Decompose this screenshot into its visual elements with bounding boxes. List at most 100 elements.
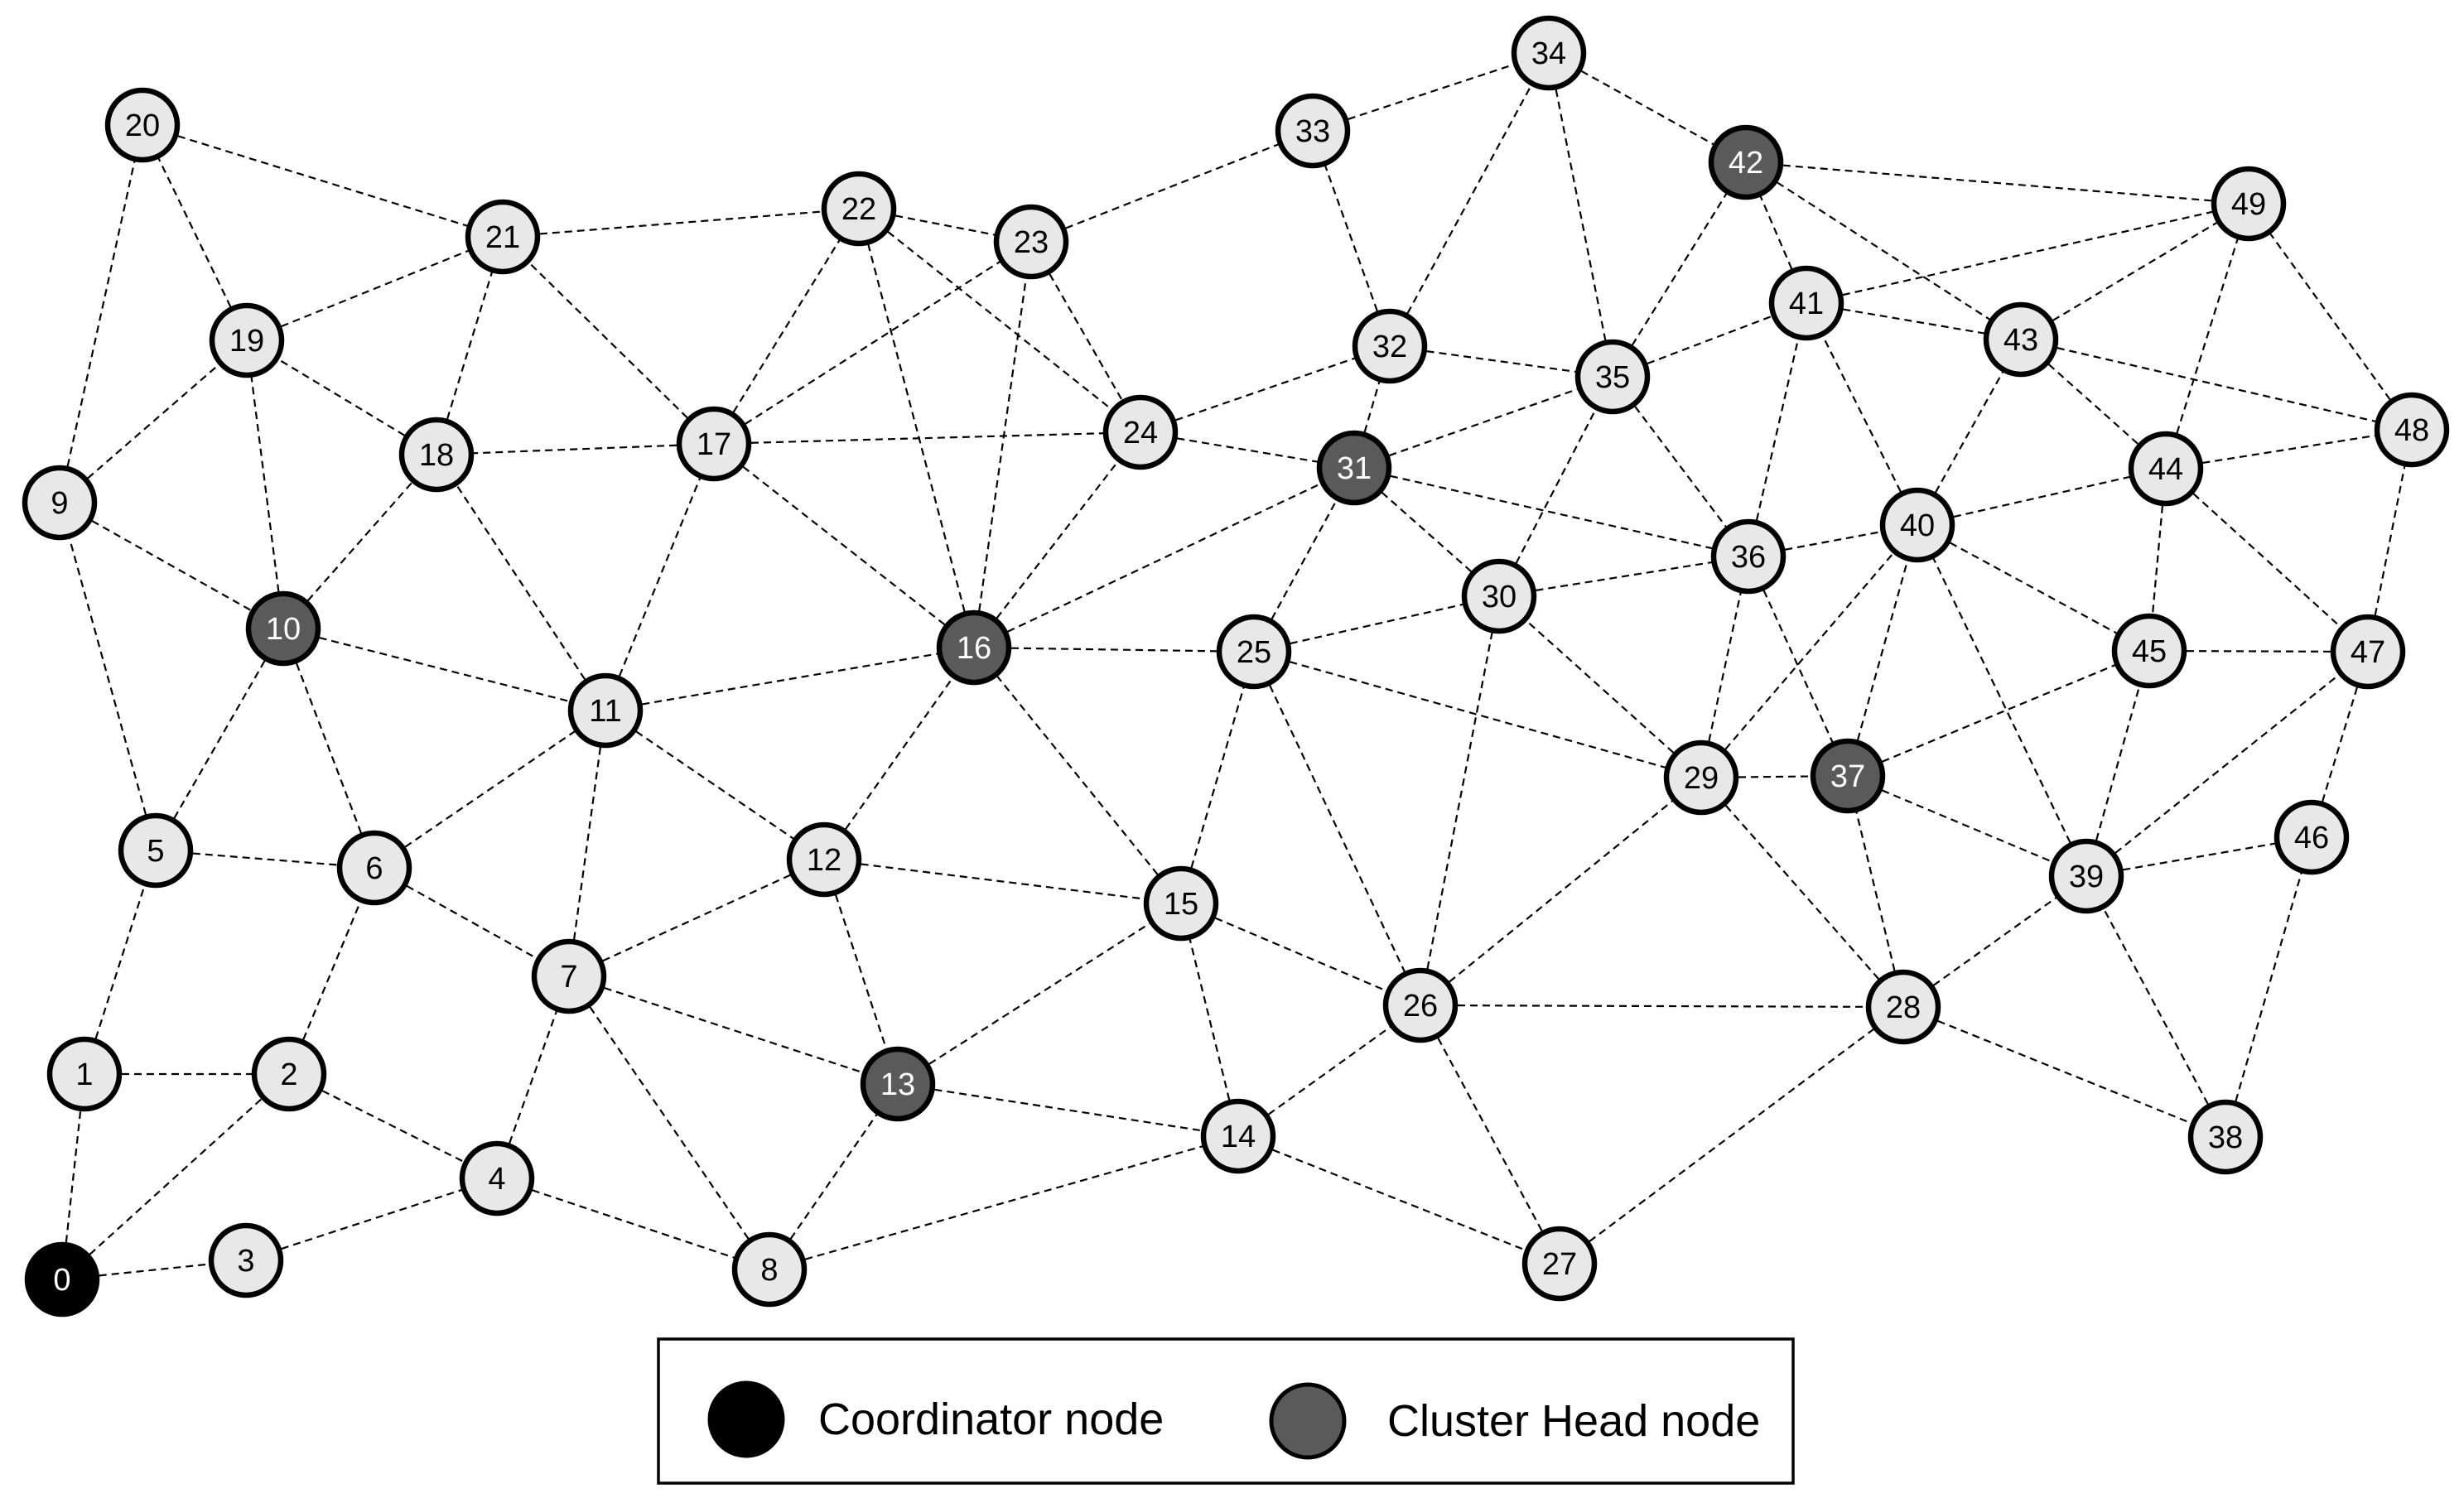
node-13: 13 (860, 1046, 936, 1122)
node-3: 3 (208, 1222, 284, 1298)
node-10: 10 (245, 590, 321, 667)
node-14-circle (1200, 1098, 1276, 1174)
edge-40-44 (1917, 467, 2167, 527)
node-25-circle (1216, 614, 1292, 690)
node-8-label: 8 (760, 1253, 778, 1288)
edge-10-19 (245, 340, 285, 629)
node-0-circle (24, 1241, 100, 1318)
node-5-circle (118, 812, 194, 889)
edge-28-29 (1700, 777, 1904, 1008)
node-37-circle (1810, 738, 1886, 814)
edge-15-16 (973, 647, 1182, 904)
node-9: 9 (22, 465, 98, 541)
edge-19-21 (246, 235, 504, 342)
node-16-circle (936, 609, 1012, 686)
edge-40-45 (1917, 524, 2150, 652)
node-47-label: 47 (2351, 635, 2385, 670)
node-29-label: 29 (1684, 761, 1719, 796)
edge-21-22 (502, 207, 860, 238)
node-19: 19 (209, 302, 285, 378)
node-21-label: 21 (485, 220, 520, 255)
node-7: 7 (531, 938, 607, 1014)
node-15-circle (1143, 865, 1219, 942)
node-1-circle (46, 1036, 123, 1112)
edge-5-10 (155, 628, 284, 851)
edge-14-15 (1179, 903, 1240, 1137)
edge-7-8 (568, 976, 770, 1270)
node-8-circle (731, 1231, 808, 1308)
node-0-label: 0 (53, 1263, 70, 1298)
edge-42-49 (1745, 161, 2249, 205)
node-0: 0 (24, 1241, 100, 1318)
node-18-label: 18 (419, 438, 454, 473)
node-11-label: 11 (589, 694, 621, 729)
node-35-label: 35 (1595, 360, 1630, 395)
node-48: 48 (2374, 392, 2450, 468)
node-4-label: 4 (488, 1162, 505, 1197)
node-19-circle (209, 302, 285, 378)
legend-coordinator-label: Coordinator node (818, 1395, 1164, 1444)
node-49: 49 (2211, 166, 2287, 242)
node-30-circle (1461, 558, 1537, 634)
node-34-circle (1511, 15, 1587, 91)
edge-48-49 (2248, 203, 2413, 431)
edge-11-18 (436, 454, 606, 711)
node-26-circle (1382, 967, 1459, 1043)
node-18: 18 (398, 417, 475, 493)
edge-11-12 (605, 710, 825, 860)
edge-12-16 (823, 647, 975, 860)
edge-17-24 (713, 431, 1141, 446)
edge-43-48 (2020, 338, 2413, 431)
edge-15-26 (1180, 902, 1421, 1007)
edge-9-10 (59, 502, 284, 629)
edge-13-15 (897, 903, 1182, 1085)
edge-16-25 (973, 646, 1255, 653)
edge-11-16 (605, 646, 975, 712)
node-20-circle (104, 87, 181, 163)
node-44-label: 44 (2148, 452, 2183, 487)
node-3-circle (208, 1222, 284, 1298)
edge-12-13 (822, 859, 899, 1085)
node-33-circle (1275, 93, 1351, 169)
edge-31-36 (1353, 466, 1749, 558)
node-16-label: 16 (957, 631, 991, 666)
node-36-label: 36 (1731, 540, 1766, 575)
edge-1-5 (83, 850, 157, 1075)
edge-41-49 (1806, 202, 2249, 305)
node-25: 25 (1216, 614, 1292, 690)
node-17-circle (676, 406, 752, 482)
node-21-circle (465, 199, 541, 275)
node-2-circle (251, 1036, 327, 1112)
edge-33-34 (1312, 51, 1550, 132)
node-39: 39 (2048, 838, 2124, 914)
node-43-circle (1983, 301, 2059, 378)
edge-8-14 (769, 1134, 1239, 1271)
node-24: 24 (1102, 394, 1179, 470)
edge-0-2 (61, 1073, 290, 1280)
edge-17-22 (713, 208, 860, 445)
node-33-label: 33 (1295, 114, 1330, 149)
edge-40-41 (1806, 302, 1918, 526)
node-6-label: 6 (365, 851, 383, 886)
node-16: 16 (936, 609, 1012, 686)
node-8: 8 (731, 1231, 808, 1308)
node-15-label: 15 (1164, 887, 1198, 922)
node-38-circle (2187, 1099, 2264, 1175)
node-11-circle (567, 672, 644, 749)
edge-35-42 (1612, 161, 1747, 378)
node-2-label: 2 (280, 1057, 297, 1092)
node-45-circle (2111, 613, 2187, 689)
edge-37-45 (1847, 649, 2150, 778)
node-22-circle (821, 171, 897, 247)
node-23-circle (993, 204, 1069, 280)
edge-9-19 (59, 340, 248, 503)
node-6-circle (336, 830, 412, 906)
node-46-label: 46 (2294, 821, 2329, 855)
node-28-label: 28 (1886, 990, 1921, 1025)
node-24-label: 24 (1123, 416, 1158, 450)
edge-35-41 (1612, 301, 1807, 378)
edge-2-4 (288, 1073, 498, 1179)
node-34: 34 (1511, 15, 1587, 91)
node-35-circle (1574, 339, 1651, 415)
edge-18-21 (435, 236, 504, 455)
